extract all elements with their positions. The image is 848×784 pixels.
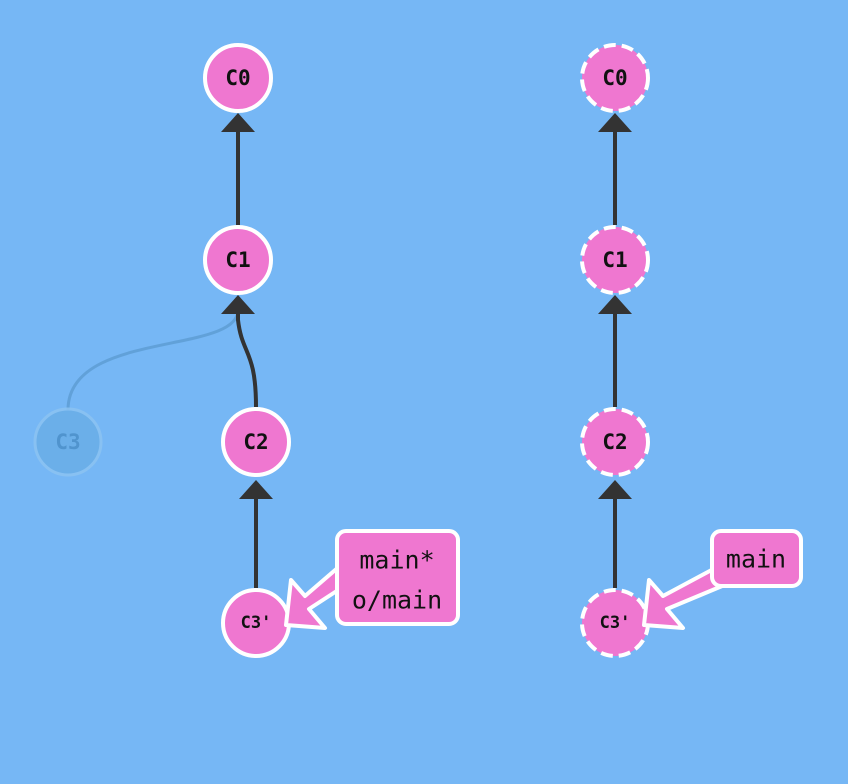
commit-c1[interactable]: C1 bbox=[203, 225, 273, 295]
remote-repo: C0 C1 C2 C3' main bbox=[580, 43, 803, 658]
arrowhead-c1-remote bbox=[598, 295, 632, 314]
branch-name-main: main bbox=[726, 545, 786, 574]
commit-label: C0 bbox=[225, 66, 250, 90]
commit-c2[interactable]: C2 bbox=[221, 407, 291, 477]
commit-c3-prime[interactable]: C3' bbox=[221, 588, 291, 658]
arrowhead-c2-remote bbox=[598, 480, 632, 499]
commit-label: C1 bbox=[225, 248, 250, 272]
arrowhead-c2 bbox=[239, 480, 273, 499]
edge-c2-c1 bbox=[236, 314, 258, 408]
commit-label: C2 bbox=[243, 430, 268, 454]
remote-commit-c0[interactable]: C0 bbox=[580, 43, 650, 113]
commit-c0[interactable]: C0 bbox=[203, 43, 273, 113]
remote-commit-c2[interactable]: C2 bbox=[580, 407, 650, 477]
branch-tag-main-local[interactable]: main* o/main bbox=[284, 529, 460, 630]
arrowhead-c1 bbox=[221, 295, 255, 314]
remote-commit-c3-prime[interactable]: C3' bbox=[580, 588, 650, 658]
branch-name-main-star: main* bbox=[359, 546, 434, 575]
local-repo: C0 C1 C2 C3' C3 main* o/main bbox=[33, 43, 460, 658]
arrowhead-c0-remote bbox=[598, 113, 632, 132]
commit-label: C2 bbox=[602, 430, 627, 454]
branch-pointer-arrow bbox=[642, 564, 729, 630]
commit-label: C3' bbox=[241, 613, 272, 633]
edge-c3-c1-ghost bbox=[66, 309, 240, 411]
commit-label: C3' bbox=[600, 613, 631, 633]
remote-commit-c1[interactable]: C1 bbox=[580, 225, 650, 295]
branch-tag-main-remote[interactable]: main bbox=[642, 529, 803, 630]
arrowhead-c0 bbox=[221, 113, 255, 132]
commit-label: C1 bbox=[602, 248, 627, 272]
commit-label: C3 bbox=[55, 430, 80, 454]
branch-name-o-main: o/main bbox=[352, 586, 442, 615]
commit-c3-ghost: C3 bbox=[33, 407, 103, 477]
commit-label: C0 bbox=[602, 66, 627, 90]
